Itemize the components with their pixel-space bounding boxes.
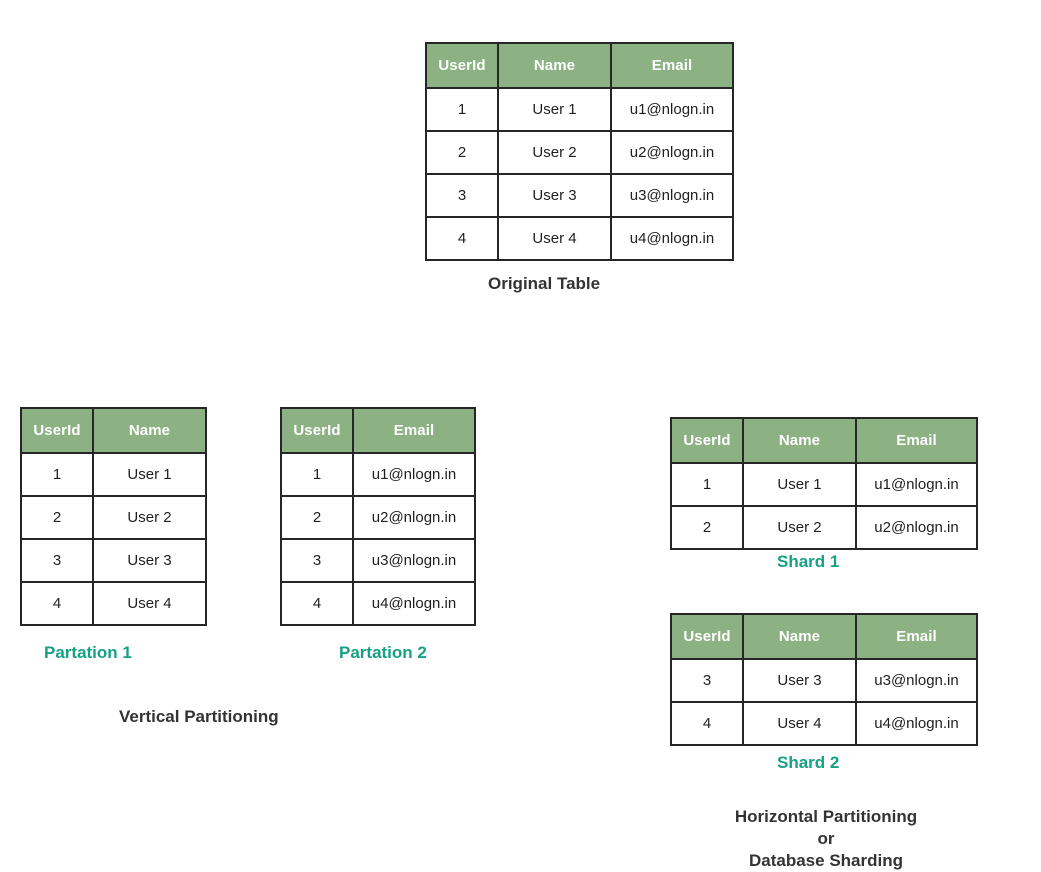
cell-name: User 4 xyxy=(742,701,857,746)
cell-email: u2@nlogn.in xyxy=(352,495,476,540)
cell-email: u2@nlogn.in xyxy=(855,505,978,550)
cell-email: u3@nlogn.in xyxy=(855,658,978,703)
partition-2-body: 1 u1@nlogn.in 2 u2@nlogn.in 3 u3@nlogn.i… xyxy=(280,452,476,626)
cell-email: u3@nlogn.in xyxy=(352,538,476,583)
cell-email: u2@nlogn.in xyxy=(610,130,734,175)
cell-email: u4@nlogn.in xyxy=(855,701,978,746)
column-header-name: Name xyxy=(92,407,207,454)
shard-1-label: Shard 1 xyxy=(777,552,840,571)
horizontal-caption-line-2: or xyxy=(817,829,835,848)
cell-email: u1@nlogn.in xyxy=(855,462,978,507)
shard-2-body: 3 User 3 u3@nlogn.in 4 User 4 u4@nlogn.i… xyxy=(670,658,978,746)
table-row: 2 u2@nlogn.in xyxy=(280,495,476,540)
column-header-userid: UserId xyxy=(670,613,744,660)
cell-email: u4@nlogn.in xyxy=(352,581,476,626)
cell-userid: 2 xyxy=(670,505,744,550)
cell-userid: 3 xyxy=(670,658,744,703)
cell-name: User 3 xyxy=(497,173,612,218)
original-table-caption: Original Table xyxy=(488,274,601,293)
cell-email: u3@nlogn.in xyxy=(610,173,734,218)
cell-name: User 1 xyxy=(92,452,207,497)
cell-userid: 3 xyxy=(425,173,499,218)
cell-userid: 2 xyxy=(20,495,94,540)
cell-userid: 4 xyxy=(280,581,354,626)
table-header-row: UserId Name Email xyxy=(670,613,978,660)
shard-1-table: UserId Name Email 1 User 1 u1@nlogn.in 2… xyxy=(670,417,978,550)
column-header-email: Email xyxy=(855,613,978,660)
column-header-name: Name xyxy=(497,42,612,89)
shard-2-head: UserId Name Email xyxy=(670,613,978,660)
column-header-email: Email xyxy=(855,417,978,464)
cell-name: User 1 xyxy=(742,462,857,507)
horizontal-partitioning-caption: Horizontal Partitioning or Database Shar… xyxy=(700,806,952,872)
table-row: 1 User 1 xyxy=(20,452,207,497)
column-header-userid: UserId xyxy=(20,407,94,454)
cell-userid: 2 xyxy=(280,495,354,540)
cell-email: u1@nlogn.in xyxy=(610,87,734,132)
cell-userid: 1 xyxy=(20,452,94,497)
cell-name: User 3 xyxy=(92,538,207,583)
column-header-name: Name xyxy=(742,417,857,464)
cell-userid: 3 xyxy=(20,538,94,583)
table-row: 4 User 4 u4@nlogn.in xyxy=(670,701,978,746)
horizontal-caption-line-1: Horizontal Partitioning xyxy=(734,807,918,826)
cell-name: User 2 xyxy=(92,495,207,540)
cell-name: User 4 xyxy=(497,216,612,261)
cell-userid: 2 xyxy=(425,130,499,175)
table-row: 1 User 1 u1@nlogn.in xyxy=(670,462,978,507)
cell-name: User 2 xyxy=(742,505,857,550)
cell-userid: 4 xyxy=(20,581,94,626)
partition-1-head: UserId Name xyxy=(20,407,207,454)
partition-1-label: Partation 1 xyxy=(44,643,132,662)
table-row: 3 User 3 xyxy=(20,538,207,583)
table-row: 2 User 2 xyxy=(20,495,207,540)
shard-1-body: 1 User 1 u1@nlogn.in 2 User 2 u2@nlogn.i… xyxy=(670,462,978,550)
cell-userid: 1 xyxy=(670,462,744,507)
table-row: 4 User 4 xyxy=(20,581,207,626)
column-header-email: Email xyxy=(610,42,734,89)
cell-name: User 1 xyxy=(497,87,612,132)
vertical-partitioning-caption: Vertical Partitioning xyxy=(119,707,279,726)
column-header-name: Name xyxy=(742,613,857,660)
table-row: 3 User 3 u3@nlogn.in xyxy=(425,173,734,218)
table-row: 4 User 4 u4@nlogn.in xyxy=(425,216,734,261)
column-header-email: Email xyxy=(352,407,476,454)
partition-1-body: 1 User 1 2 User 2 3 User 3 4 User 4 xyxy=(20,452,207,626)
table-header-row: UserId Name Email xyxy=(670,417,978,464)
cell-name: User 4 xyxy=(92,581,207,626)
shard-1-head: UserId Name Email xyxy=(670,417,978,464)
table-header-row: UserId Name Email xyxy=(425,42,734,89)
cell-name: User 3 xyxy=(742,658,857,703)
table-header-row: UserId Email xyxy=(280,407,476,454)
cell-userid: 3 xyxy=(280,538,354,583)
partition-2-head: UserId Email xyxy=(280,407,476,454)
cell-name: User 2 xyxy=(497,130,612,175)
cell-userid: 1 xyxy=(280,452,354,497)
table-row: 2 User 2 u2@nlogn.in xyxy=(425,130,734,175)
table-row: 3 u3@nlogn.in xyxy=(280,538,476,583)
shard-2-table: UserId Name Email 3 User 3 u3@nlogn.in 4… xyxy=(670,613,978,746)
table-header-row: UserId Name xyxy=(20,407,207,454)
table-row: 1 u1@nlogn.in xyxy=(280,452,476,497)
table-row: 3 User 3 u3@nlogn.in xyxy=(670,658,978,703)
column-header-userid: UserId xyxy=(425,42,499,89)
table-row: 2 User 2 u2@nlogn.in xyxy=(670,505,978,550)
cell-userid: 4 xyxy=(425,216,499,261)
table-row: 1 User 1 u1@nlogn.in xyxy=(425,87,734,132)
cell-email: u4@nlogn.in xyxy=(610,216,734,261)
partition-2-label: Partation 2 xyxy=(339,643,427,662)
original-table-body: 1 User 1 u1@nlogn.in 2 User 2 u2@nlogn.i… xyxy=(425,87,734,261)
original-table-head: UserId Name Email xyxy=(425,42,734,89)
table-row: 4 u4@nlogn.in xyxy=(280,581,476,626)
cell-email: u1@nlogn.in xyxy=(352,452,476,497)
column-header-userid: UserId xyxy=(280,407,354,454)
horizontal-caption-line-3: Database Sharding xyxy=(749,851,903,870)
column-header-userid: UserId xyxy=(670,417,744,464)
shard-2-label: Shard 2 xyxy=(777,753,840,772)
cell-userid: 1 xyxy=(425,87,499,132)
original-table: UserId Name Email 1 User 1 u1@nlogn.in 2… xyxy=(425,42,734,261)
partition-1-table: UserId Name 1 User 1 2 User 2 3 User 3 4… xyxy=(20,407,207,626)
partition-2-table: UserId Email 1 u1@nlogn.in 2 u2@nlogn.in… xyxy=(280,407,476,626)
cell-userid: 4 xyxy=(670,701,744,746)
